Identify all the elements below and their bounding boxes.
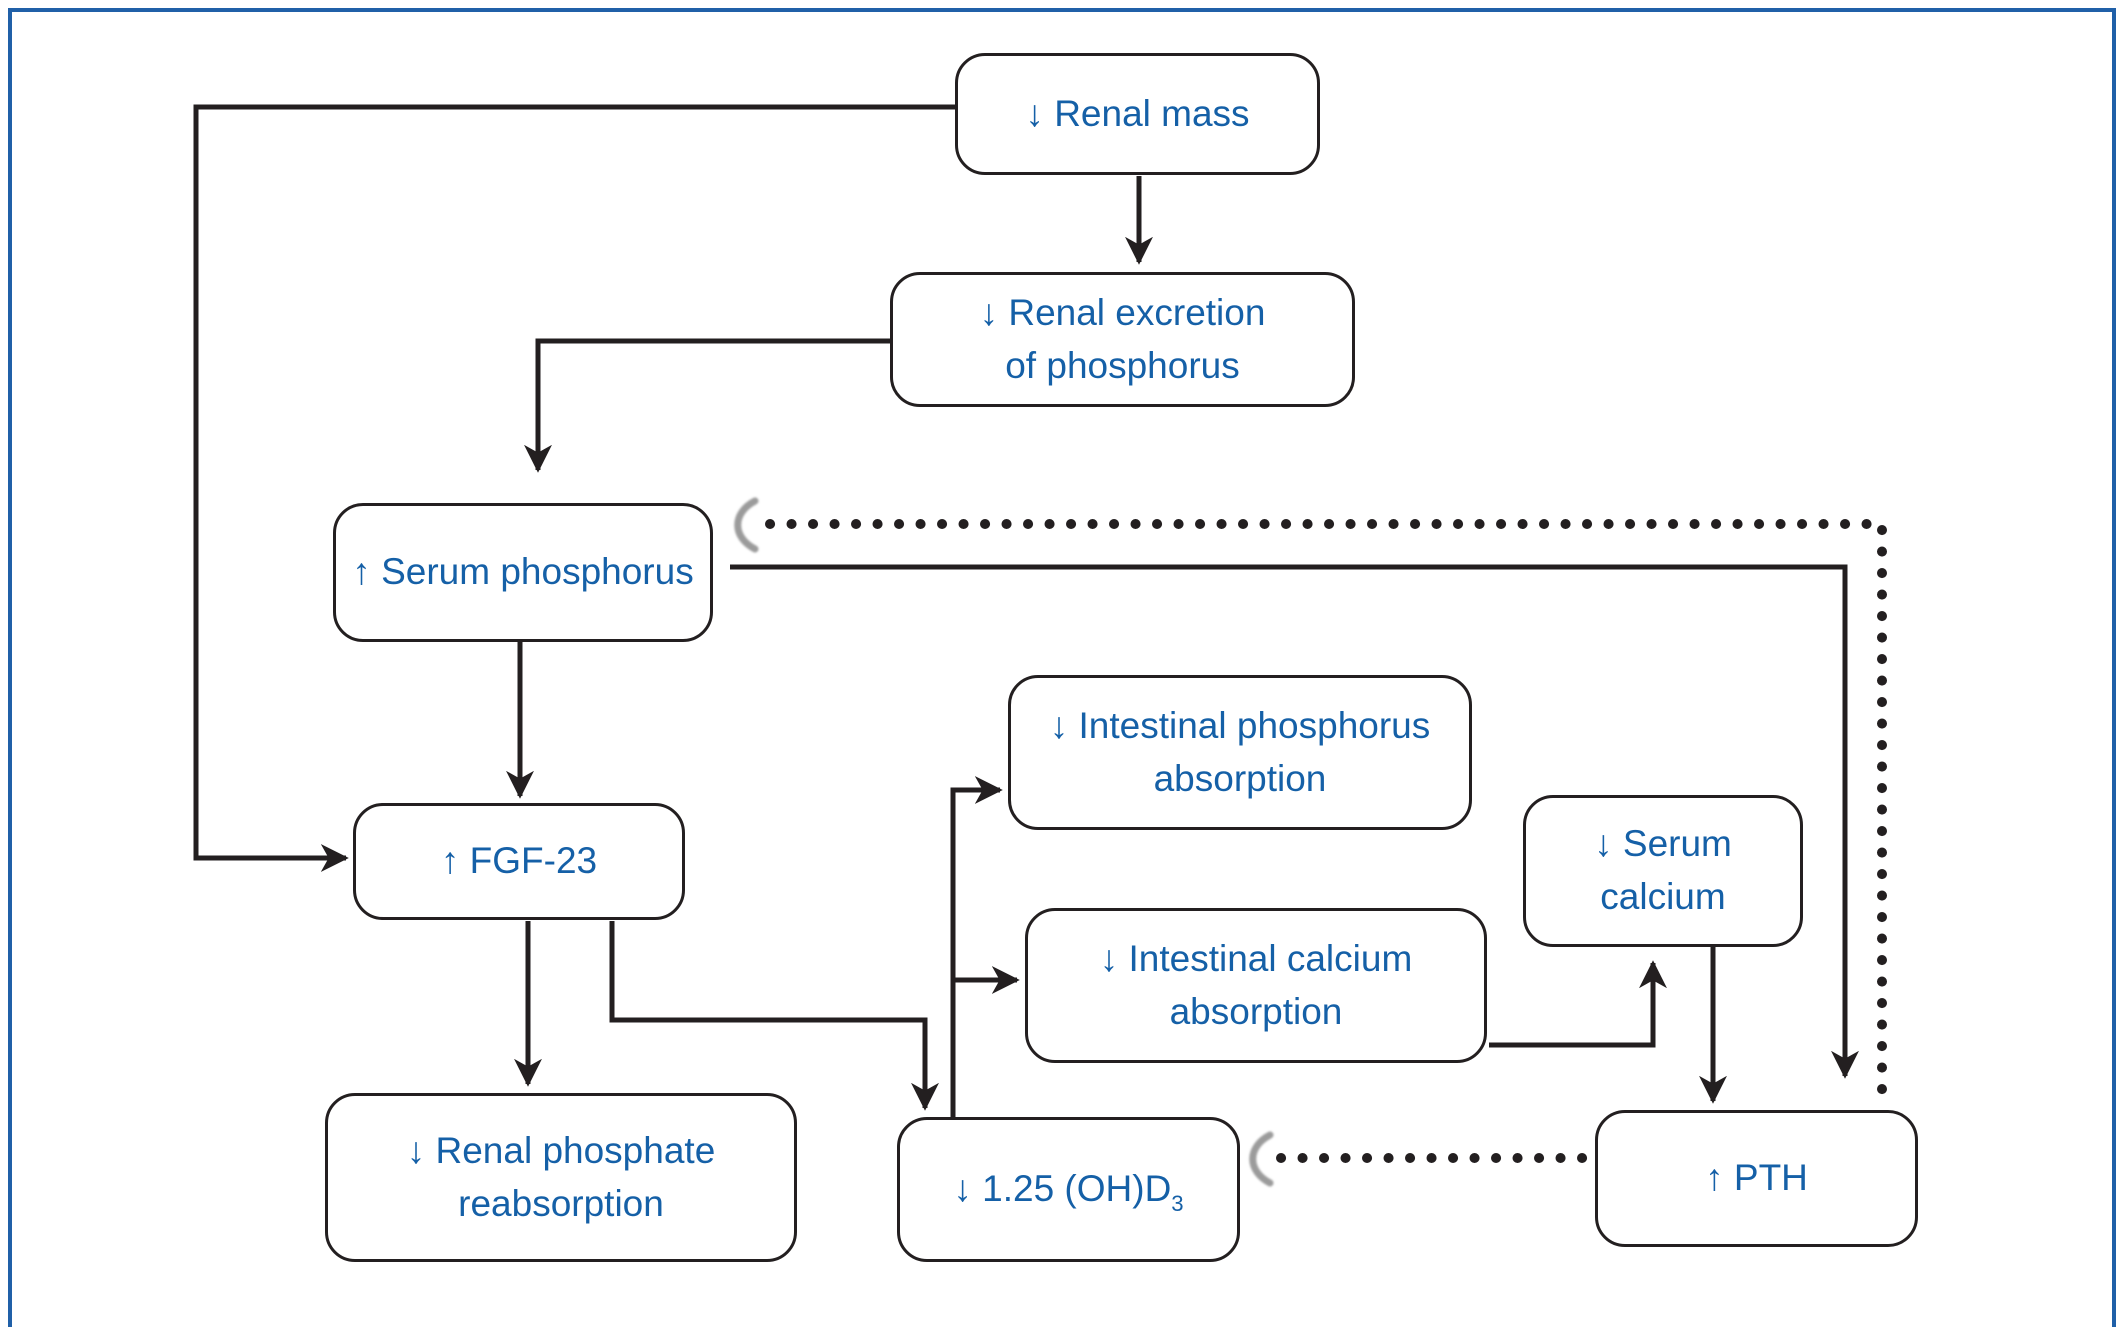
node-d3-label: ↓ 1.25 (OH)D3: [953, 1163, 1183, 1216]
node-fgf23: ↑ FGF-23: [353, 803, 685, 920]
node-renal-phosphate-line2: reabsorption: [458, 1182, 664, 1224]
node-renal-phosphate-line1: ↓ Renal phosphate: [406, 1129, 716, 1171]
node-renal-mass-label: ↓ Renal mass: [1025, 92, 1250, 134]
arrow-renal-mass-to-fgf23: [193, 104, 957, 872]
node-renal-excretion-line1: ↓ Renal excretion: [979, 291, 1266, 333]
node-serum-calcium-line1: ↓ Serum: [1594, 823, 1732, 865]
arrow-d3-to-intestinal-phosphorus: [950, 776, 1003, 1118]
arrow-renal-excretion-to-serum-phosphorus: [524, 338, 892, 473]
node-fgf23-label: ↑ FGF-23: [440, 840, 598, 882]
node-serum-phosphorus-label: ↑ Serum phosphorus: [352, 551, 694, 593]
arrow-intestinal-calcium-to-serum-calcium: [1489, 960, 1667, 1048]
node-renal-phosphate: ↓ Renal phosphate reabsorption: [325, 1093, 797, 1262]
node-serum-phosphorus: ↑ Serum phosphorus: [333, 503, 713, 642]
node-intestinal-phosphorus-line1: ↓ Intestinal phosphorus: [1049, 704, 1431, 746]
node-intestinal-phosphorus: ↓ Intestinal phosphorus absorption: [1008, 675, 1472, 830]
node-intestinal-calcium: ↓ Intestinal calcium absorption: [1025, 908, 1487, 1063]
inhibition-mark-serum-phosphorus-icon: [734, 497, 759, 553]
node-intestinal-calcium-line1: ↓ Intestinal calcium: [1099, 937, 1413, 979]
node-d3-label-subscript: 3: [1171, 1191, 1184, 1217]
node-d3-label-main: ↓ 1.25 (OH)D: [953, 1168, 1172, 1210]
node-intestinal-calcium-line2: absorption: [1169, 990, 1343, 1032]
node-intestinal-phosphorus-line2: absorption: [1153, 757, 1327, 799]
node-pth: ↑ PTH: [1595, 1110, 1918, 1247]
arrow-serum-phosphorus-to-pth: [730, 564, 1859, 1079]
arrow-fgf23-to-d3: [609, 921, 939, 1111]
node-renal-excretion-line2: of phosphorus: [1005, 344, 1240, 386]
node-serum-calcium: ↓ Serum calcium: [1523, 795, 1803, 947]
node-d3: ↓ 1.25 (OH)D3: [897, 1117, 1240, 1262]
node-renal-excretion: ↓ Renal excretion of phosphorus: [890, 272, 1355, 407]
node-serum-calcium-line2: calcium: [1600, 876, 1726, 917]
node-renal-mass: ↓ Renal mass: [955, 53, 1320, 175]
inhibition-mark-d3-icon: [1249, 1131, 1274, 1187]
node-pth-label: ↑ PTH: [1705, 1157, 1808, 1199]
diagram-outer-frame: [8, 8, 2116, 1327]
